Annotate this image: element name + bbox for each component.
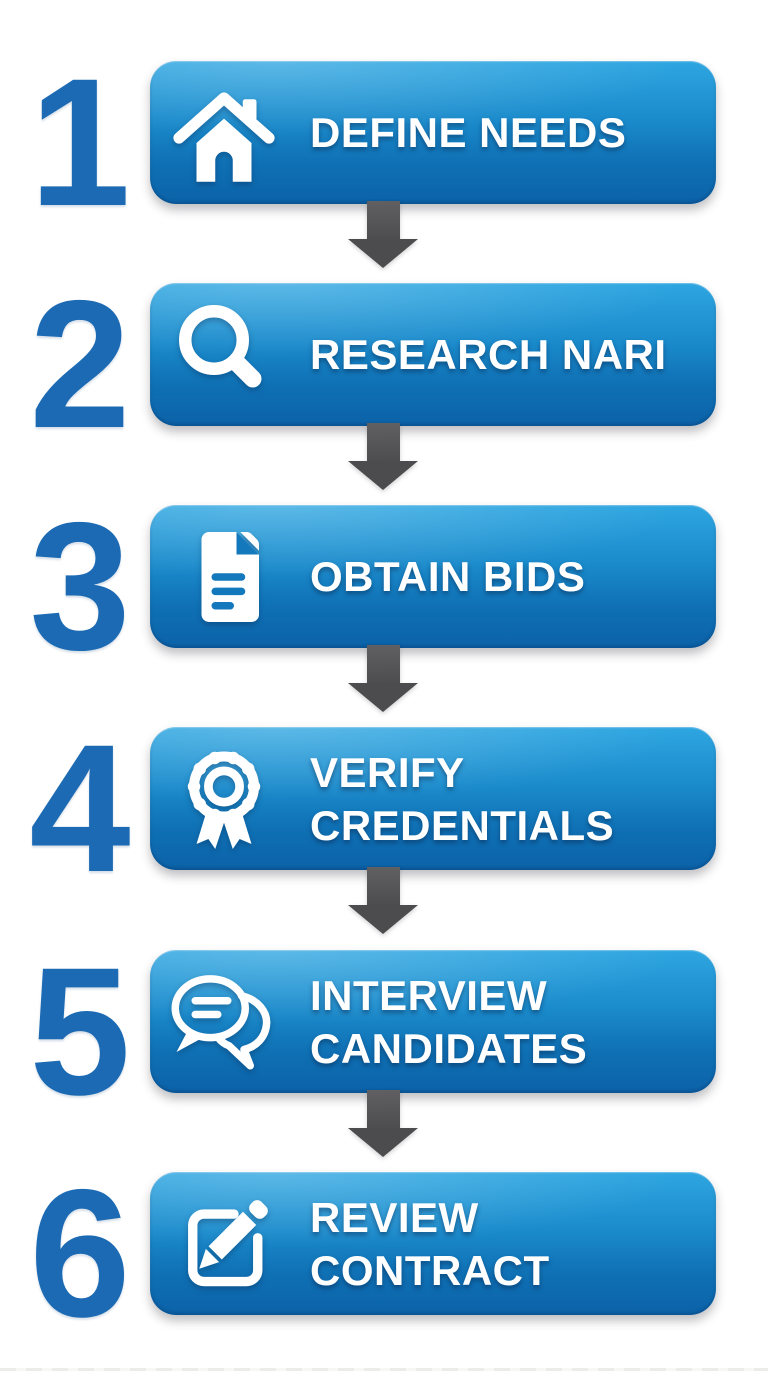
step-pill-research-nari: RESEARCH NARI [150, 283, 716, 426]
step-label: VERIFY CREDENTIALS [310, 748, 615, 849]
edit-pencil-icon [176, 1196, 272, 1292]
award-ribbon-icon [176, 751, 272, 849]
down-arrow-icon [348, 1090, 418, 1157]
down-arrow-icon [348, 645, 418, 712]
down-arrow-icon [348, 867, 418, 934]
step-label: DEFINE NEEDS [310, 109, 627, 156]
step-number-6: 6 [29, 1151, 131, 1355]
step-row-4: 4 VERIFY CREDENTIALS [0, 717, 768, 899]
step-pill-verify-credentials: VERIFY CREDENTIALS [150, 727, 716, 870]
search-icon [176, 304, 272, 403]
step-number-5: 5 [29, 929, 131, 1133]
step-label: INTERVIEW CANDIDATES [310, 971, 588, 1072]
step-number-3: 3 [29, 484, 131, 688]
step-row-2: 2 RESEARCH NARI [0, 273, 768, 455]
step-label: OBTAIN BIDS [310, 553, 586, 600]
step-row-1: 1 DEFINE NEEDS [0, 51, 768, 233]
step-number-1: 1 [29, 40, 131, 244]
step-label: RESEARCH NARI [310, 331, 667, 378]
step-pill-interview-candidates: INTERVIEW CANDIDATES [150, 950, 716, 1093]
step-pill-obtain-bids: OBTAIN BIDS [150, 505, 716, 648]
step-row-5: 5 INTERVIEW CANDIDATES [0, 940, 768, 1122]
chat-bubbles-icon [171, 974, 272, 1070]
step-number-4: 4 [29, 706, 131, 910]
document-icon [176, 529, 272, 625]
home-icon [173, 85, 275, 182]
step-row-3: 3 OBTAIN BIDS [0, 495, 768, 677]
down-arrow-icon [348, 201, 418, 268]
step-pill-define-needs: DEFINE NEEDS [150, 61, 716, 204]
down-arrow-icon [348, 423, 418, 490]
step-number-2: 2 [29, 262, 131, 466]
bottom-edge-artifact [0, 1368, 768, 1371]
step-row-6: 6 REVIEW CONTRACT [0, 1162, 768, 1344]
step-label: REVIEW CONTRACT [310, 1193, 550, 1294]
step-pill-review-contract: REVIEW CONTRACT [150, 1172, 716, 1315]
